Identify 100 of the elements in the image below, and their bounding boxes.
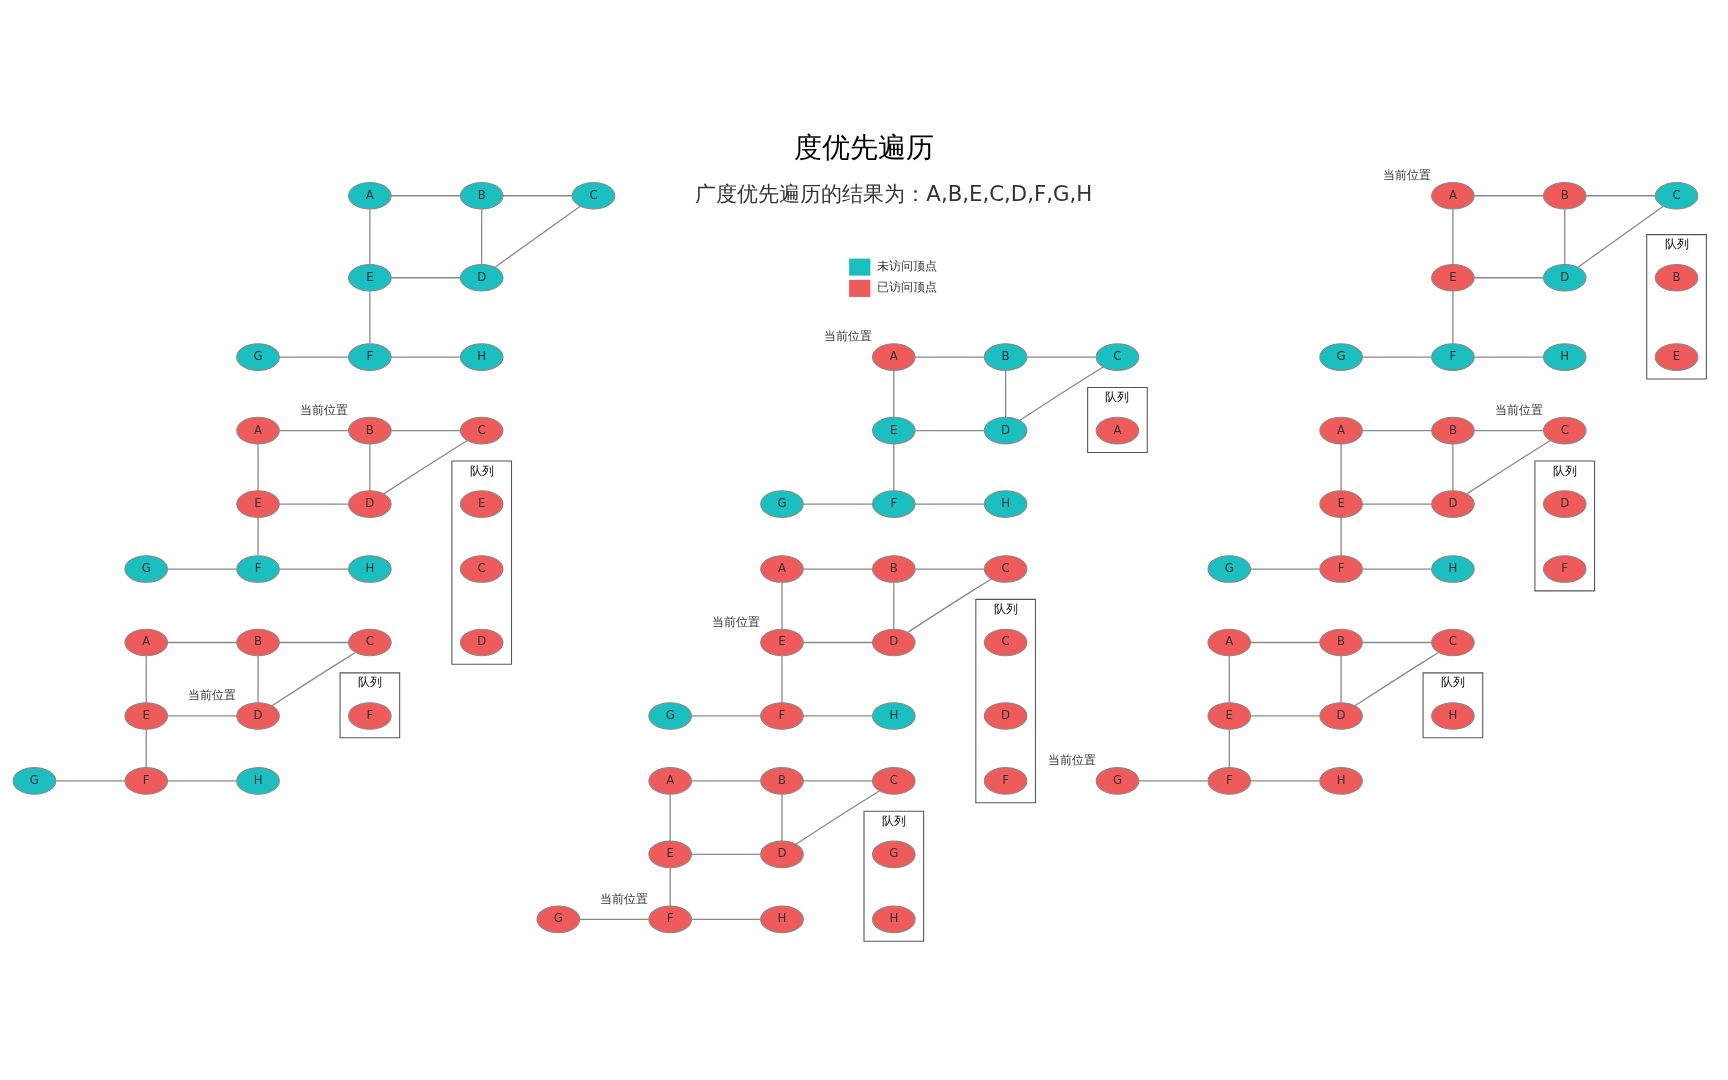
connector [1361,429,1432,432]
node-ellipse: G [1319,343,1363,371]
connector [802,715,873,717]
node-ellipse: E [648,840,692,869]
node-ellipse: H [872,905,916,934]
connector [278,429,349,432]
connector [502,195,573,197]
connector [278,568,349,570]
connector [1473,356,1544,358]
node-ellipse: A [648,767,692,795]
node-label: 当前位置 [1383,168,1432,183]
connector [781,581,783,630]
connector [167,715,238,717]
node-ellipse: C [571,181,616,210]
node-ellipse: D [1319,702,1363,730]
node-ellipse: D [348,490,392,518]
connector [781,655,783,704]
node-ellipse: D [983,416,1028,445]
node-ellipse: E [1207,702,1252,730]
connector [1473,195,1544,197]
node-ellipse: A [1095,416,1140,445]
node-ellipse: F [1542,555,1587,583]
connector [907,578,992,633]
node-ellipse: D [872,628,916,657]
connector [1452,443,1454,492]
node-label: 当前位置 [824,329,873,344]
connector [278,356,349,358]
connector [167,568,238,570]
connector [1361,356,1432,358]
node-ellipse: A [236,416,280,445]
connector [669,867,671,907]
node-label: 当前位置 [1047,753,1096,768]
node-ellipse: F [760,702,804,730]
node-ellipse: H [1431,702,1475,730]
connector [145,728,147,769]
connector [1250,715,1321,717]
node-ellipse: D [1431,490,1475,518]
node-ellipse: B [760,767,804,795]
connector [1361,503,1432,505]
node-ellipse: D [459,628,504,657]
node-ellipse: F [648,905,692,934]
connector [1577,205,1664,268]
node-ellipse: C [348,628,392,657]
node-ellipse: C [1095,343,1140,371]
connector [1026,356,1097,358]
connector [167,641,238,644]
node-ellipse: D [983,702,1028,730]
connector [914,503,985,505]
node-ellipse: F [1319,555,1363,583]
connector [914,568,985,570]
connector [1250,780,1321,782]
node-ellipse: D [459,263,504,292]
node-ellipse: B [1542,181,1587,210]
node-ellipse: G [1207,555,1252,583]
connector [390,429,461,432]
connector [914,429,985,432]
node-ellipse: E [872,416,916,445]
node-ellipse: C [459,416,504,445]
connector [690,853,762,856]
node-ellipse: D [760,840,804,869]
node-ellipse: E [236,490,280,518]
connector [390,195,461,197]
node-ellipse: G [236,343,280,371]
node-ellipse: B [983,343,1028,371]
connector [278,503,349,505]
connector [669,793,671,842]
connector [1452,290,1454,345]
node-ellipse: C [1431,628,1475,657]
node-ellipse: H [459,343,504,371]
node-ellipse: H [1431,555,1475,583]
connector [1473,277,1544,279]
node-ellipse: E [459,490,504,518]
connector [278,641,349,644]
connector [1138,780,1209,782]
connector [1340,655,1342,704]
connector [1005,369,1007,418]
node-ellipse: B [872,555,916,583]
node-ellipse: H [872,702,916,730]
connector [690,780,762,782]
connector [257,443,259,492]
connector [781,793,783,842]
connector [795,790,881,845]
node-ellipse: G [536,905,581,934]
node-ellipse: A [348,181,392,210]
node-ellipse: H [348,555,392,583]
connector [257,655,259,704]
node-ellipse: F [236,555,280,583]
node-ellipse: E [124,702,169,730]
node-ellipse: B [459,181,504,210]
connector [369,290,371,345]
node-ellipse: C [1654,181,1699,210]
node-ellipse: G [124,555,169,583]
node-ellipse: H [983,490,1028,518]
node-ellipse: G [1095,767,1140,795]
connector [1473,429,1544,432]
node-ellipse: D [1542,263,1587,292]
connector [1354,651,1440,707]
node-ellipse: G [760,490,804,518]
node-ellipse: A [872,343,916,371]
connector [802,568,873,570]
